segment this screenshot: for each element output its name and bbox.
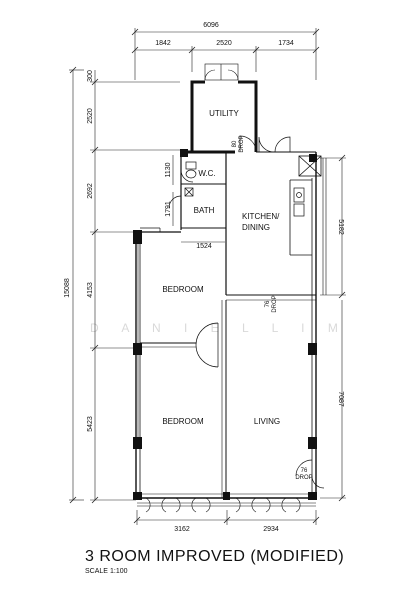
windows	[135, 158, 327, 507]
dim-left-1: 300	[87, 70, 94, 82]
room-label-bath: BATH	[194, 206, 215, 215]
dim-left-3: 2692	[87, 183, 94, 199]
kitchen-sink	[293, 187, 305, 217]
scale-value: 1:100	[110, 568, 128, 575]
dim-bottom-2: 2934	[263, 526, 279, 533]
dim-left-5: 5423	[87, 416, 94, 432]
toilet-fixture	[185, 161, 197, 179]
watermark: D A N I E L L I M	[90, 321, 348, 335]
dim-top-2: 2520	[216, 40, 232, 47]
plan-title: 3 ROOM IMPROVED (MODIFIED)	[85, 548, 344, 565]
room-label-bedroom-upper: BEDROOM	[162, 285, 204, 294]
scale-label: SCALE	[85, 568, 108, 575]
utility-window-sashes	[204, 63, 239, 81]
room-label-living: LIVING	[254, 417, 280, 426]
door-swings	[168, 135, 325, 489]
dim-right-2: 7087	[337, 391, 344, 407]
bottom-window-sashes	[145, 497, 301, 513]
drop-utility-word: DROP	[239, 135, 245, 152]
room-label-kitchen-2: DINING	[242, 223, 270, 232]
drop-utility-number: 80	[232, 140, 238, 147]
kitchen-partition-marks	[140, 227, 161, 232]
room-label-kitchen-1: KITCHEN/	[242, 212, 280, 221]
bath-fixtures	[184, 187, 194, 197]
room-label-utility: UTILITY	[209, 109, 239, 118]
dim-inner-1130: 1130	[165, 162, 172, 177]
drop-living-number: 76	[301, 468, 308, 474]
dim-right-1: 5182	[337, 219, 344, 235]
room-label-wc: W.C.	[198, 169, 215, 178]
dim-left-total: 15088	[64, 278, 71, 298]
dim-bottom-1: 3162	[174, 526, 190, 533]
drop-kitchen-word: DROP	[272, 295, 278, 312]
drop-kitchen-number: 76	[265, 300, 271, 307]
dim-inner-1791: 1791	[165, 201, 172, 217]
structural-columns	[133, 149, 317, 500]
drop-living-word: DROP	[295, 475, 312, 481]
refuse-chute	[298, 155, 322, 177]
dim-inner-1524: 1524	[196, 243, 212, 250]
dimension-lines	[69, 28, 346, 525]
dim-top-1: 1842	[155, 40, 171, 47]
dim-left-2: 2520	[87, 108, 94, 124]
dimension-ticks	[69, 28, 346, 524]
room-label-bedroom-lower: BEDROOM	[162, 417, 204, 426]
dim-left-4: 4153	[87, 282, 94, 298]
dim-top-total: 6096	[203, 22, 219, 29]
dim-top-3: 1734	[278, 40, 294, 47]
